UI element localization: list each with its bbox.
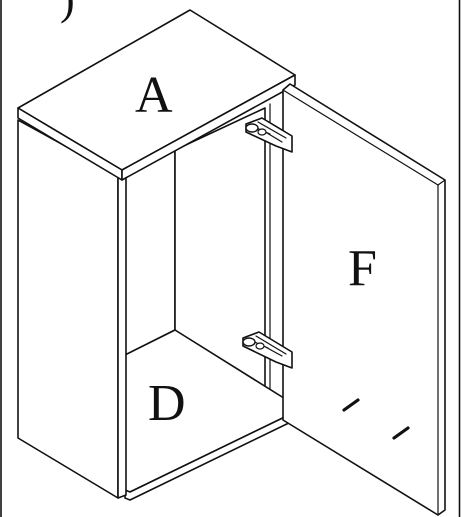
step-number-fragment: ) bbox=[60, 0, 75, 24]
door-edge-line-3 bbox=[437, 179, 446, 186]
upper-hinge bbox=[245, 117, 293, 153]
back-panel bbox=[124, 149, 176, 356]
part-label-door: F bbox=[348, 240, 377, 297]
top-panel-side-edge bbox=[121, 74, 296, 181]
part-label-bottom-panel: D bbox=[148, 375, 186, 432]
handle-screw-upper bbox=[342, 398, 360, 412]
part-label-top-panel: A bbox=[135, 67, 173, 124]
door-edge-line bbox=[282, 89, 439, 186]
handle-screw-lower bbox=[392, 426, 410, 440]
left-side-panel bbox=[17, 119, 119, 499]
lower-hinge bbox=[242, 331, 293, 369]
door-panel bbox=[282, 83, 446, 516]
left-side-panel-edge bbox=[117, 171, 127, 499]
